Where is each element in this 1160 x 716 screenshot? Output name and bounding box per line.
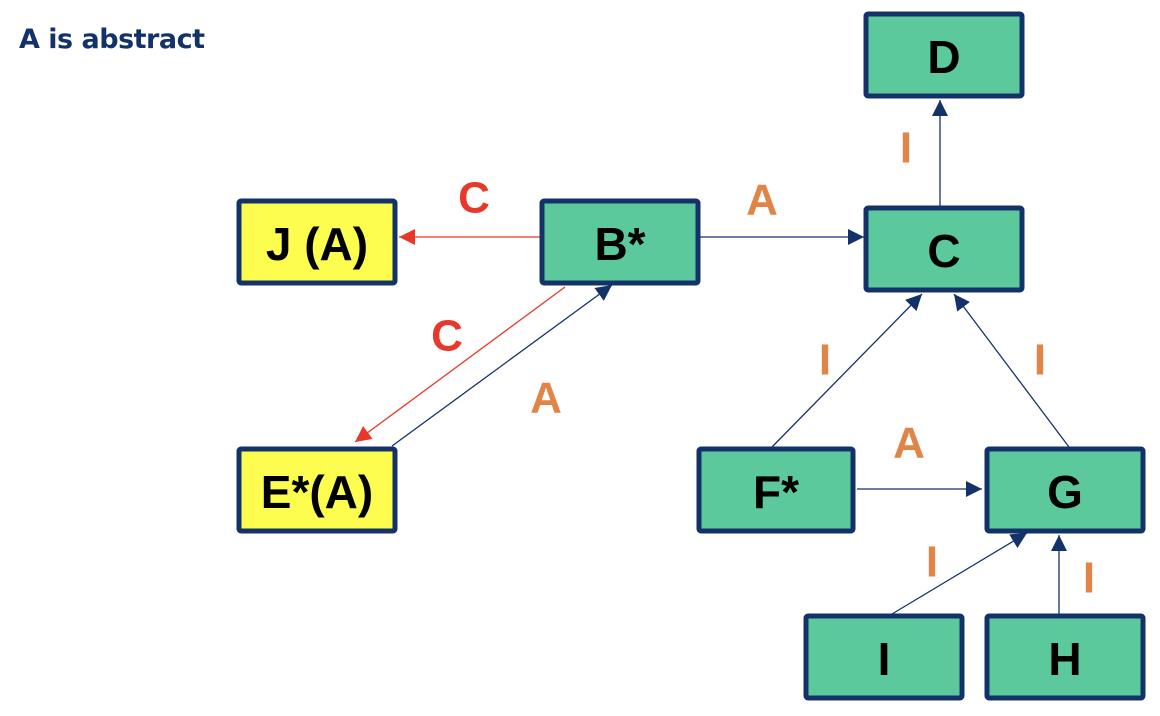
node-box-c: [863, 205, 1025, 293]
node-b: B*: [539, 198, 701, 286]
node-label-f: F*: [753, 466, 799, 518]
node-g: G: [984, 446, 1146, 534]
node-box-b: [539, 198, 701, 286]
node-box-h: [984, 613, 1146, 701]
node-c: C: [863, 205, 1025, 293]
edge-b-to-e: [354, 286, 566, 443]
node-i: I: [803, 613, 965, 701]
edge-label-e-to-b: A: [530, 374, 562, 423]
node-label-h: H: [1048, 633, 1081, 685]
edge-f-to-c: [771, 293, 923, 448]
node-j: J (A): [236, 198, 398, 286]
edge-label-b-to-e: C: [431, 312, 463, 361]
node-box-d: [863, 11, 1025, 99]
node-label-c: C: [927, 225, 960, 277]
diagram-title: A is abstract: [19, 24, 205, 55]
edge-g-to-c: [953, 293, 1070, 448]
edge-label-b-to-c: A: [746, 176, 778, 225]
edge-label-b-to-j: C: [458, 174, 490, 223]
edge-label-i-to-g: I: [926, 538, 938, 587]
node-label-g: G: [1047, 466, 1083, 518]
edge-label-f-to-g: A: [893, 419, 925, 468]
node-box-g: [984, 446, 1146, 534]
node-e: E*(A): [236, 446, 398, 534]
edge-label-g-to-c: I: [1034, 336, 1046, 385]
edge-label-c-to-d: I: [900, 124, 912, 173]
node-label-e: E*(A): [261, 466, 373, 518]
node-label-i: I: [878, 633, 891, 685]
node-label-j: J (A): [266, 218, 368, 270]
node-label-b: B*: [594, 218, 645, 270]
edge-label-h-to-g: I: [1083, 554, 1095, 603]
node-box-e: [236, 446, 398, 534]
node-h: H: [984, 613, 1146, 701]
node-box-i: [803, 613, 965, 701]
node-box-f: [696, 446, 856, 534]
edge-i-to-g: [891, 532, 1028, 615]
node-box-j: [236, 198, 398, 286]
edge-label-f-to-c: I: [819, 336, 831, 385]
node-label-d: D: [927, 31, 960, 83]
node-f: F*: [696, 446, 856, 534]
node-d: D: [863, 11, 1025, 99]
edge-e-to-b: [391, 284, 613, 447]
